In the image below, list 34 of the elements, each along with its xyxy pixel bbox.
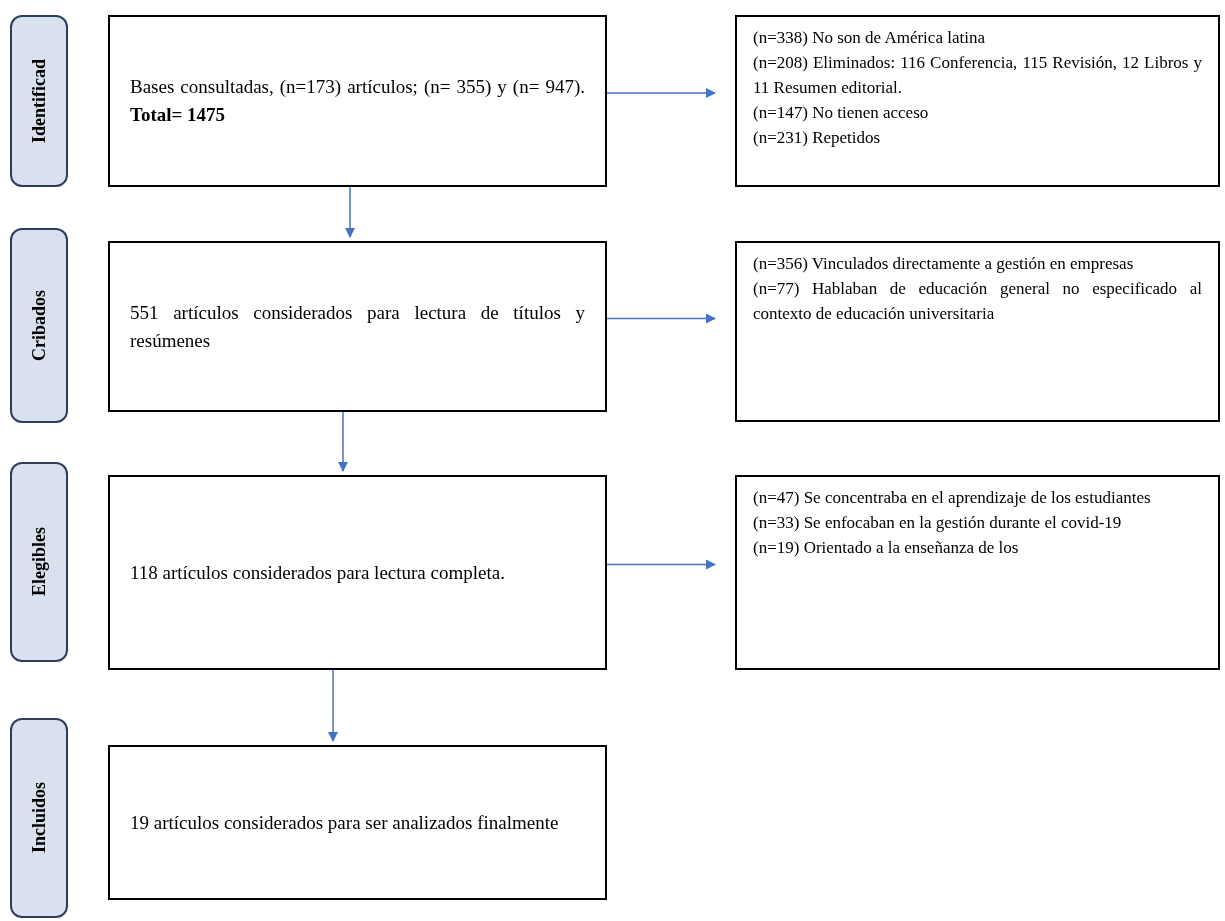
exclusion-item: (n=33) Se enfocaban en la gestión durante el covid-19 — [753, 512, 1123, 534]
arrow — [606, 313, 716, 324]
process-box — [108, 475, 607, 670]
arrow — [328, 669, 338, 742]
arrow — [606, 559, 716, 570]
box-text: Bases consultadas, (n=173) artículos; (n= 355) y (n= 947). Total= 1475 — [130, 75, 585, 127]
process-box — [108, 15, 607, 187]
exclusion-box — [735, 15, 1220, 187]
box-text: 118 artículos considerados para lectura completa. — [130, 560, 506, 585]
stage-tab — [10, 15, 68, 187]
exclusion-item: (n=208) Eliminados: 116 Conferencia, 115 Revisión, 12 Libros y 11 Resumen editorial. — [753, 52, 1202, 99]
stage-label: Identificad — [27, 59, 50, 143]
exclusion-item: (n=356) Vinculados directamente a gestión en empresas — [753, 253, 1135, 275]
arrow — [606, 88, 716, 98]
exclusion-item: (n=231) Repetidos — [753, 127, 882, 149]
stage-label: Cribados — [27, 290, 50, 361]
arrow — [345, 186, 355, 238]
box-text: 19 artículos considerados para ser analizados finalmente — [130, 810, 560, 835]
exclusion-item: (n=47) Se concentraba en el aprendizaje de los estudiantes — [753, 487, 1152, 509]
exclusion-box — [735, 241, 1220, 422]
exclusion-item: (n=19) Orientado a la enseñanza de los — [753, 537, 1020, 559]
exclusion-item: (n=77) Hablaban de educación general no especificado al contexto de educación universitaria — [753, 278, 1202, 325]
stage-tab — [10, 228, 68, 423]
exclusion-box — [735, 475, 1220, 670]
exclusion-item: (n=147) No tienen acceso — [753, 102, 930, 124]
process-box — [108, 745, 607, 900]
stage-label: Elegibles — [27, 527, 50, 597]
exclusion-item: (n=338) No son de América latina — [753, 27, 986, 49]
arrow — [338, 411, 348, 472]
stage-label: Incluidos — [27, 782, 50, 854]
process-box — [108, 241, 607, 412]
box-text: 551 artículos considerados para lectura de títulos y resúmenes — [130, 300, 585, 353]
stage-tab — [10, 718, 68, 918]
stage-tab — [10, 462, 68, 662]
